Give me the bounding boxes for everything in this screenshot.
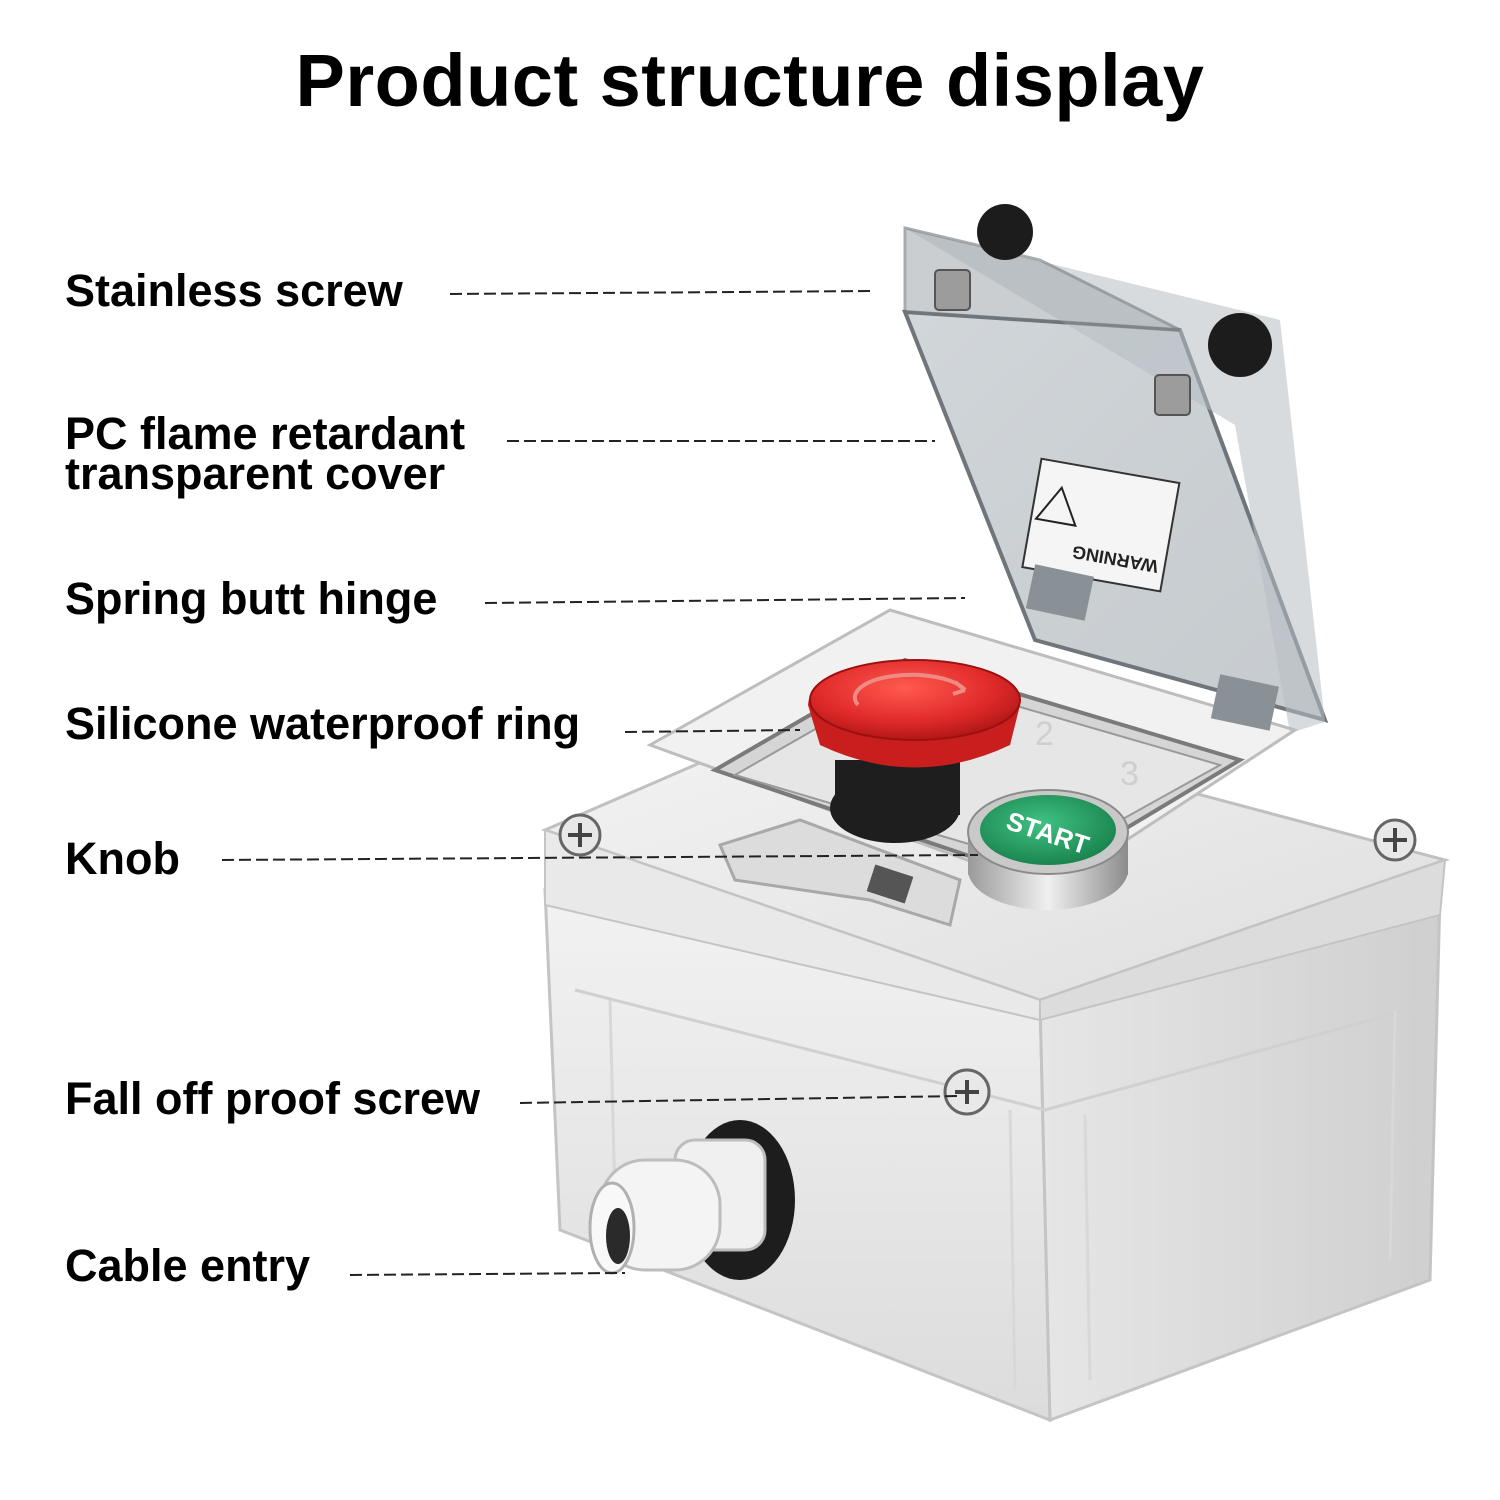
leader-silicone-ring: [624, 729, 801, 733]
hinge-right: [1210, 674, 1279, 731]
label-spring-hinge: Spring butt hinge: [65, 573, 438, 624]
cable-gland: [588, 1120, 795, 1280]
leader-cable-entry: [349, 1272, 626, 1276]
fall-off-proof-screw-icon: [943, 1068, 991, 1116]
knob-icon-1: [977, 204, 1033, 260]
emergency-stop-button[interactable]: [809, 659, 1021, 741]
corner-screw-right: [1373, 818, 1417, 862]
leader-stainless-screw: [449, 290, 876, 295]
leader-spring-hinge: [484, 597, 966, 604]
label-pc-cover-line1: PC flame retardant: [65, 408, 466, 459]
page-title: Product structure display: [295, 39, 1205, 122]
knob-icon-2: [1208, 313, 1272, 377]
start-button[interactable]: [980, 795, 1116, 865]
corner-screw-left: [558, 813, 602, 857]
hinge-left: [1025, 564, 1094, 621]
label-fall-off-screw: Fall off proof screw: [65, 1073, 481, 1124]
stainless-screw-2: [1154, 374, 1191, 416]
leader-knob: [221, 854, 979, 861]
label-knob: Knob: [65, 833, 180, 884]
label-cable-entry: Cable entry: [65, 1240, 311, 1291]
leader-fall-off-screw: [519, 1095, 961, 1104]
slot-number-2: 2: [1035, 715, 1054, 753]
stainless-screw-1: [934, 269, 971, 311]
slot-number-3: 3: [1120, 755, 1139, 793]
label-stainless-screw: Stainless screw: [65, 265, 403, 316]
label-silicone-ring: Silicone waterproof ring: [65, 698, 581, 749]
label-pc-cover-line2: transparent cover: [65, 448, 446, 499]
